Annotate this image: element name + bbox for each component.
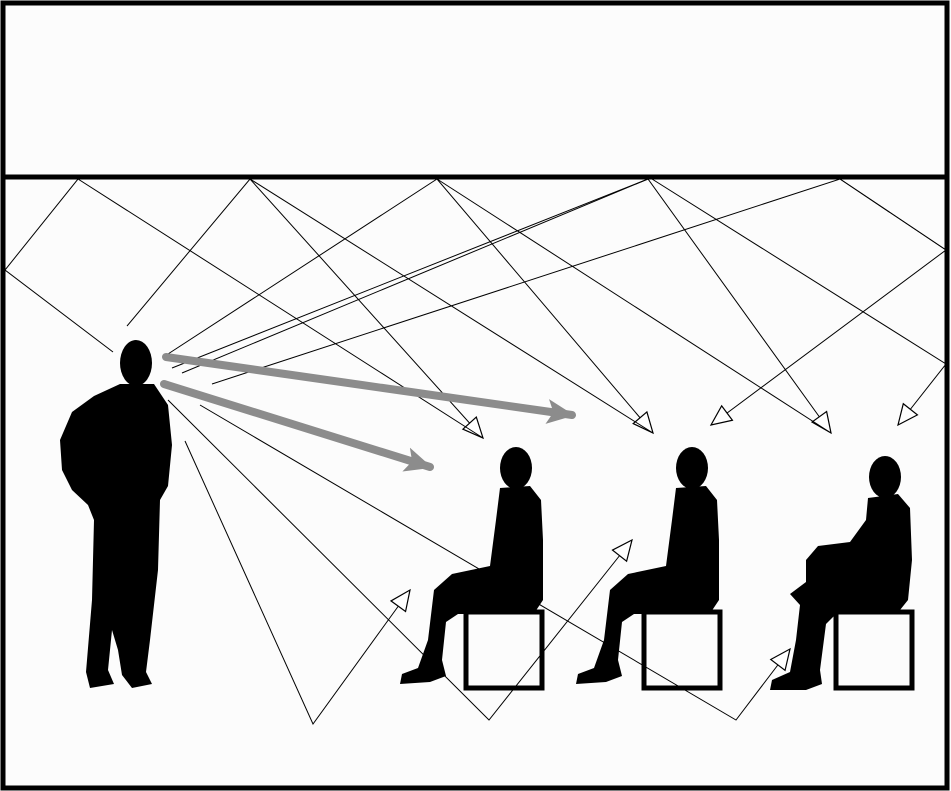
ceiling-reflection-path [4,178,484,439]
listener-figure [770,456,915,691]
direct-sound-arrow [160,380,434,472]
listener-body [400,486,543,684]
ceiling-reflection-path [839,178,947,251]
listener-body [770,494,912,690]
listener-body [576,486,719,684]
speaker-figure [60,340,172,688]
floor-reflection-path [167,399,633,721]
ceiling-reflection-path [651,178,947,427]
listener-head [676,447,708,489]
ceiling-reflections [4,178,947,440]
listener-figure [400,447,545,691]
speaker-head [120,340,152,386]
listener-figure [576,447,723,691]
ceiling-reflection-path [181,178,649,374]
floor-reflection-path [184,440,411,725]
listener-seat [641,609,723,691]
speaker-body [60,384,172,688]
listener-seat [833,609,915,691]
listener-head [869,456,901,498]
listener-head [500,447,532,489]
ceiling-reflection-path [249,178,654,434]
direct-sound-arrow [162,353,576,424]
floor-reflection-path [199,404,791,721]
direct-sound [160,353,576,472]
listener-seat [463,609,545,691]
floor-reflections [167,399,791,725]
ceiling-reflection-path [436,178,832,434]
